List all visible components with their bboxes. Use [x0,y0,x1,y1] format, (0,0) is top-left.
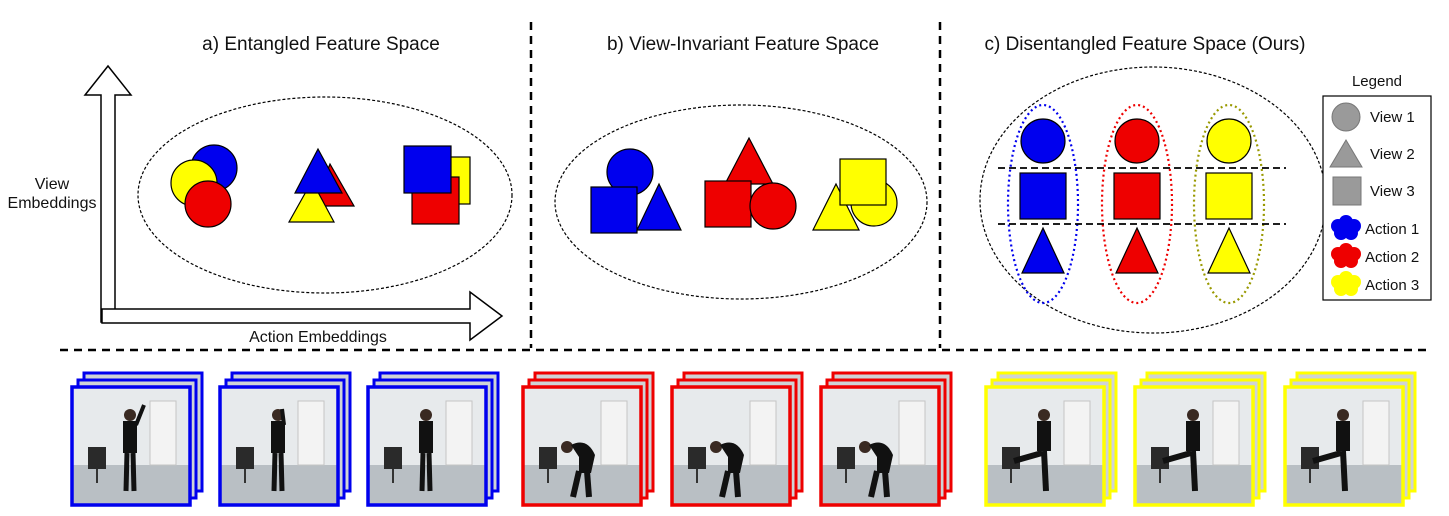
frame-stack [521,371,655,507]
video-frame [672,387,790,505]
square-blue [1019,172,1067,220]
front-frame-border [366,385,488,507]
front-frame-border [670,385,792,507]
frame-stack [366,371,500,507]
legend-triangle-icon [1329,139,1363,168]
triangle-red [724,136,774,185]
video-frame [821,387,939,505]
entangled-ellipse [137,96,513,294]
triangle-blue [1021,226,1065,274]
legend-blob-red-icon [1331,243,1361,268]
circle-blue [1020,118,1066,164]
front-frame-border [218,385,340,507]
action-2-cluster [704,136,797,230]
triangle-blue [294,147,344,194]
square-blue [403,145,452,194]
y-axis-arrow-icon [83,64,133,323]
legend-blob-yellow-icon [1331,271,1361,296]
entangled-triangle-group [287,147,356,223]
entangled-circle-group [170,144,238,228]
frame-stack [70,371,204,507]
frame-stacks [70,371,1417,507]
legend-blob-blue-icon [1331,215,1361,240]
frame-stack [1283,371,1417,507]
legend-label-action-2: Action 2 [1365,249,1419,266]
triangle-blue [636,182,682,231]
panel-a-title: a) Entangled Feature Space [202,34,440,55]
front-frame-border [70,385,192,507]
view-invariant-ellipse [554,104,928,300]
action-1-cluster [590,148,682,234]
triangle-yellow [1207,226,1251,274]
video-frame [986,387,1104,505]
video-frame [72,387,190,505]
frame-stack [218,371,352,507]
legend-square-icon [1332,176,1362,206]
entangled-square-group [403,145,471,225]
legend-circle-icon [1331,102,1361,132]
legend-label-view-2: View 2 [1370,146,1415,163]
legend-label-action-1: Action 1 [1365,221,1419,238]
square-yellow [839,158,887,206]
x-axis-label: Action Embeddings [249,329,387,346]
triangle-yellow [287,179,336,223]
circle-yellow [1206,118,1252,164]
video-frame [220,387,338,505]
frame-stack [670,371,804,507]
y-axis-label-line2: Embeddings [8,195,97,212]
video-frame [523,387,641,505]
square-red [1113,172,1161,220]
action-3-ellipse [1192,103,1266,305]
square-yellow [1205,172,1253,220]
legend-label-view-3: View 3 [1370,183,1415,200]
square-blue [590,186,638,234]
front-frame-border [521,385,643,507]
front-frame-border [819,385,941,507]
video-frame [1285,387,1403,505]
front-frame-border [1283,385,1405,507]
video-frame [368,387,486,505]
legend-label-view-1: View 1 [1370,109,1415,126]
video-frame [1135,387,1253,505]
x-axis-arrow-icon [101,290,504,342]
triangle-red [1115,226,1159,274]
frame-stack [1133,371,1267,507]
frame-stack [984,371,1118,507]
panel-c-title: c) Disentangled Feature Space (Ours) [984,34,1305,55]
circle-red [749,182,797,230]
action-1-ellipse [1006,103,1080,305]
panel-b-title: b) View-Invariant Feature Space [607,34,879,55]
frame-stack [819,371,953,507]
front-frame-border [984,385,1106,507]
action-2-ellipse [1100,103,1174,305]
y-axis-label: View [35,176,70,193]
action-3-cluster [812,158,898,231]
square-red [704,180,752,228]
circle-red [1114,118,1160,164]
legend-label-action-3: Action 3 [1365,277,1419,294]
circle-red [184,180,232,228]
triangle-yellow [812,182,860,231]
legend-title: Legend [1352,73,1402,90]
front-frame-border [1133,385,1255,507]
